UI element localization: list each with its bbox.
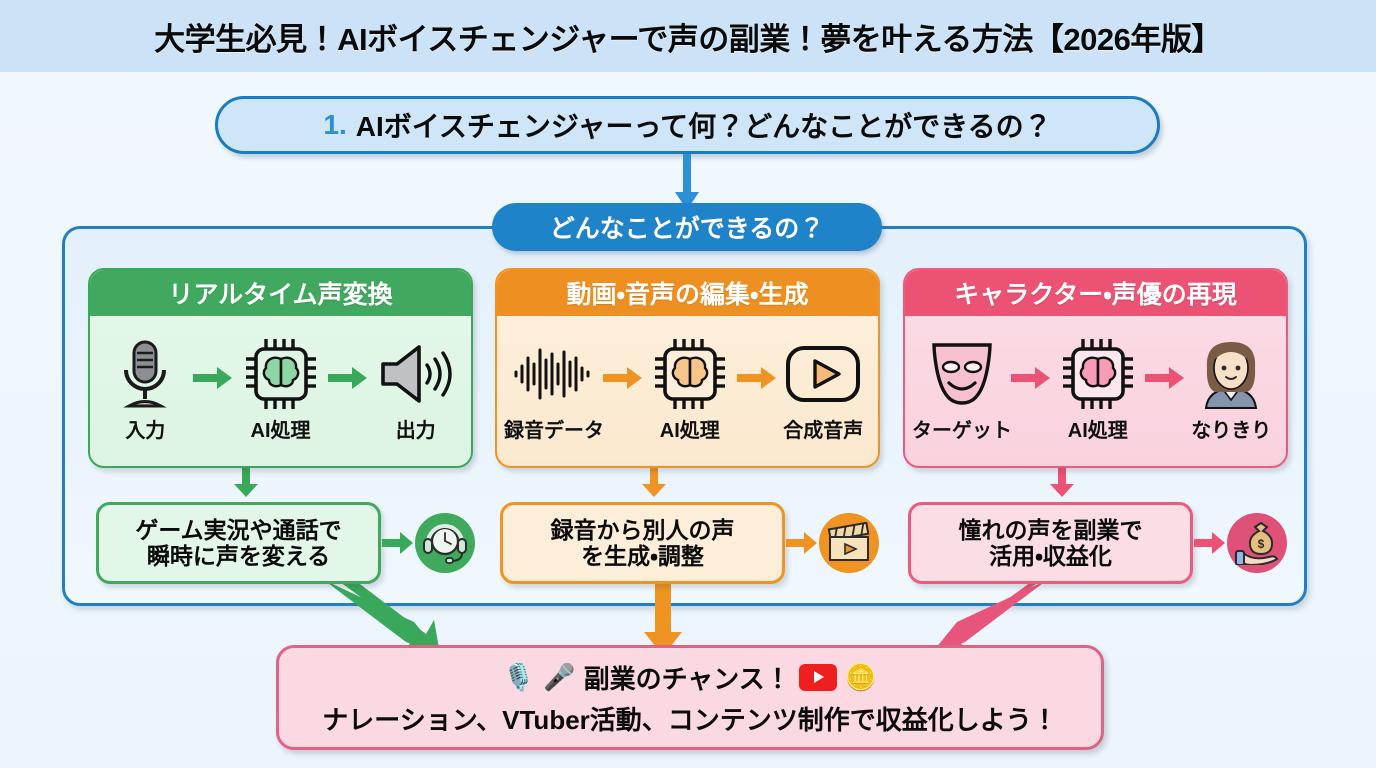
capability-card: キャラクター・声優の再現 ターゲット xyxy=(903,268,1288,468)
capability-result-character: 憧れの声を副業で 活用・収益化 $ xyxy=(908,500,1287,586)
section-title: AIボイスチェンジャーって何？どんなことができるの？ xyxy=(355,111,1052,142)
studio-microphone-icon: 🎙️ xyxy=(502,662,536,692)
flow-node-label: AI処理 xyxy=(659,419,720,442)
capability-card-title: キャラクター・声優の再現 xyxy=(954,281,1237,309)
capability-flow: 録音データ xyxy=(497,316,878,466)
arrow-diagonal-icon xyxy=(920,578,1055,658)
youtube-play-icon xyxy=(798,663,837,691)
capability-card-title: リアルタイム声変換 xyxy=(168,281,393,309)
result-card: ゲーム実況や通話で 瞬時に声を変える xyxy=(96,502,381,584)
ai-chip-brain-icon xyxy=(244,336,318,412)
capability-column-character: キャラクター・声優の再現 ターゲット xyxy=(903,268,1288,468)
capability-card-header: 動画・音声の編集・生成 xyxy=(497,270,878,316)
capability-card-header: リアルタイム声変換 xyxy=(90,270,471,316)
woman-avatar-icon xyxy=(1198,336,1264,412)
flow-node: AI処理 xyxy=(233,336,328,443)
result-line-2: を生成・調整 xyxy=(581,543,704,569)
flow-node-label: 録音データ xyxy=(504,419,604,442)
arrow-down-icon xyxy=(640,468,668,498)
arrow-right-icon xyxy=(192,366,234,390)
flow-node: なりきり xyxy=(1185,336,1278,443)
arrow-right-icon xyxy=(603,366,643,390)
conclusion-line-1: 🎙️ 🎤 副業のチャンス！ 🪙 xyxy=(503,659,877,696)
flow-node-label: 出力 xyxy=(395,419,436,442)
flow-node-label: AI処理 xyxy=(250,419,311,442)
capability-result-realtime: ゲーム実況や通話で 瞬時に声を変える xyxy=(96,500,475,586)
result-line-2: 活用・収益化 xyxy=(989,543,1112,569)
arrow-down-icon xyxy=(232,468,260,498)
arrow-right-icon xyxy=(328,366,369,390)
arrow-right-icon xyxy=(381,532,415,554)
result-card: 録音から別人の声 を生成・調整 xyxy=(500,502,785,584)
capability-result-editing: 録音から別人の声 を生成・調整 xyxy=(500,500,879,586)
money-bag-hand-icon: $ xyxy=(1227,513,1287,573)
section-heading: 1. AIボイスチェンジャーって何？どんなことができるの？ xyxy=(215,96,1160,154)
capability-flow: ターゲット xyxy=(905,316,1286,466)
result-line-1: 録音から別人の声 xyxy=(550,517,735,544)
flow-node: 合成音声 xyxy=(777,336,870,443)
headset-clock-icon xyxy=(415,513,475,573)
microphone-icon xyxy=(116,336,174,412)
play-video-icon xyxy=(785,336,861,412)
arrow-right-icon xyxy=(785,532,819,554)
result-line-1: ゲーム実況や通話で xyxy=(135,517,342,544)
arrow-right-icon xyxy=(1193,532,1227,554)
flow-node-label: AI処理 xyxy=(1067,419,1128,442)
conclusion-card: 🎙️ 🎤 副業のチャンス！ 🪙 ナレーション、VTuber活動、コンテンツ制作で… xyxy=(276,645,1104,750)
clapperboard-icon xyxy=(819,513,879,573)
conclusion-line-2: ナレーション、VTuber活動、コンテンツ制作で収益化しよう！ xyxy=(322,704,1058,735)
section-number: 1. xyxy=(323,109,347,140)
result-line-1: 憧れの声を副業で xyxy=(958,517,1143,544)
ai-chip-brain-icon xyxy=(653,336,727,412)
flow-node: 出力 xyxy=(368,336,463,443)
arrow-down-icon xyxy=(672,154,702,212)
result-line-2: 瞬時に声を変える xyxy=(146,543,331,569)
flow-node: 録音データ xyxy=(504,336,604,443)
flow-node-label: 入力 xyxy=(125,419,166,442)
capability-column-editing: 動画・音声の編集・生成 xyxy=(495,268,880,468)
subsection-label: どんなことができるの？ xyxy=(549,215,825,243)
flow-node: ターゲット xyxy=(912,336,1012,443)
subsection-pill: どんなことができるの？ xyxy=(492,203,882,251)
arrow-right-icon xyxy=(736,366,777,390)
svg-text:$: $ xyxy=(1258,537,1265,551)
flow-node: AI処理 xyxy=(643,336,736,443)
capability-flow: 入力 xyxy=(90,316,471,466)
capability-card: 動画・音声の編集・生成 xyxy=(495,268,880,468)
capability-column-realtime: リアルタイム声変換 xyxy=(88,268,473,468)
coin-stack-icon: 🪙 xyxy=(844,662,878,692)
flow-node-label: 合成音声 xyxy=(783,419,864,442)
page-title: 大学生必見！AIボイスチェンジャーで声の副業！夢を叶える方法【2026年版】 xyxy=(154,21,1222,57)
arrow-down-icon xyxy=(1048,468,1076,498)
arrow-down-icon xyxy=(643,580,683,658)
flow-node-label: なりきり xyxy=(1191,419,1272,442)
theater-mask-icon xyxy=(929,336,995,412)
speaker-icon xyxy=(379,336,453,412)
capability-card-header: キャラクター・声優の再現 xyxy=(905,270,1286,316)
handheld-microphone-icon: 🎤 xyxy=(543,662,576,692)
capability-card: リアルタイム声変換 xyxy=(88,268,473,468)
ai-chip-brain-icon xyxy=(1061,336,1135,412)
header-band: 大学生必見！AIボイスチェンジャーで声の副業！夢を叶える方法【2026年版】 xyxy=(0,0,1376,72)
capability-card-title: 動画・音声の編集・生成 xyxy=(566,281,809,309)
flow-node: AI処理 xyxy=(1051,336,1144,443)
audio-waveform-icon xyxy=(512,336,596,412)
arrow-right-icon xyxy=(1011,366,1051,390)
flow-node-label: ターゲット xyxy=(912,419,1012,442)
conclusion-headline: 副業のチャンス！ xyxy=(583,663,791,694)
arrow-right-icon xyxy=(1144,366,1185,390)
flow-node: 入力 xyxy=(98,336,193,443)
result-card: 憧れの声を副業で 活用・収益化 xyxy=(908,502,1193,584)
